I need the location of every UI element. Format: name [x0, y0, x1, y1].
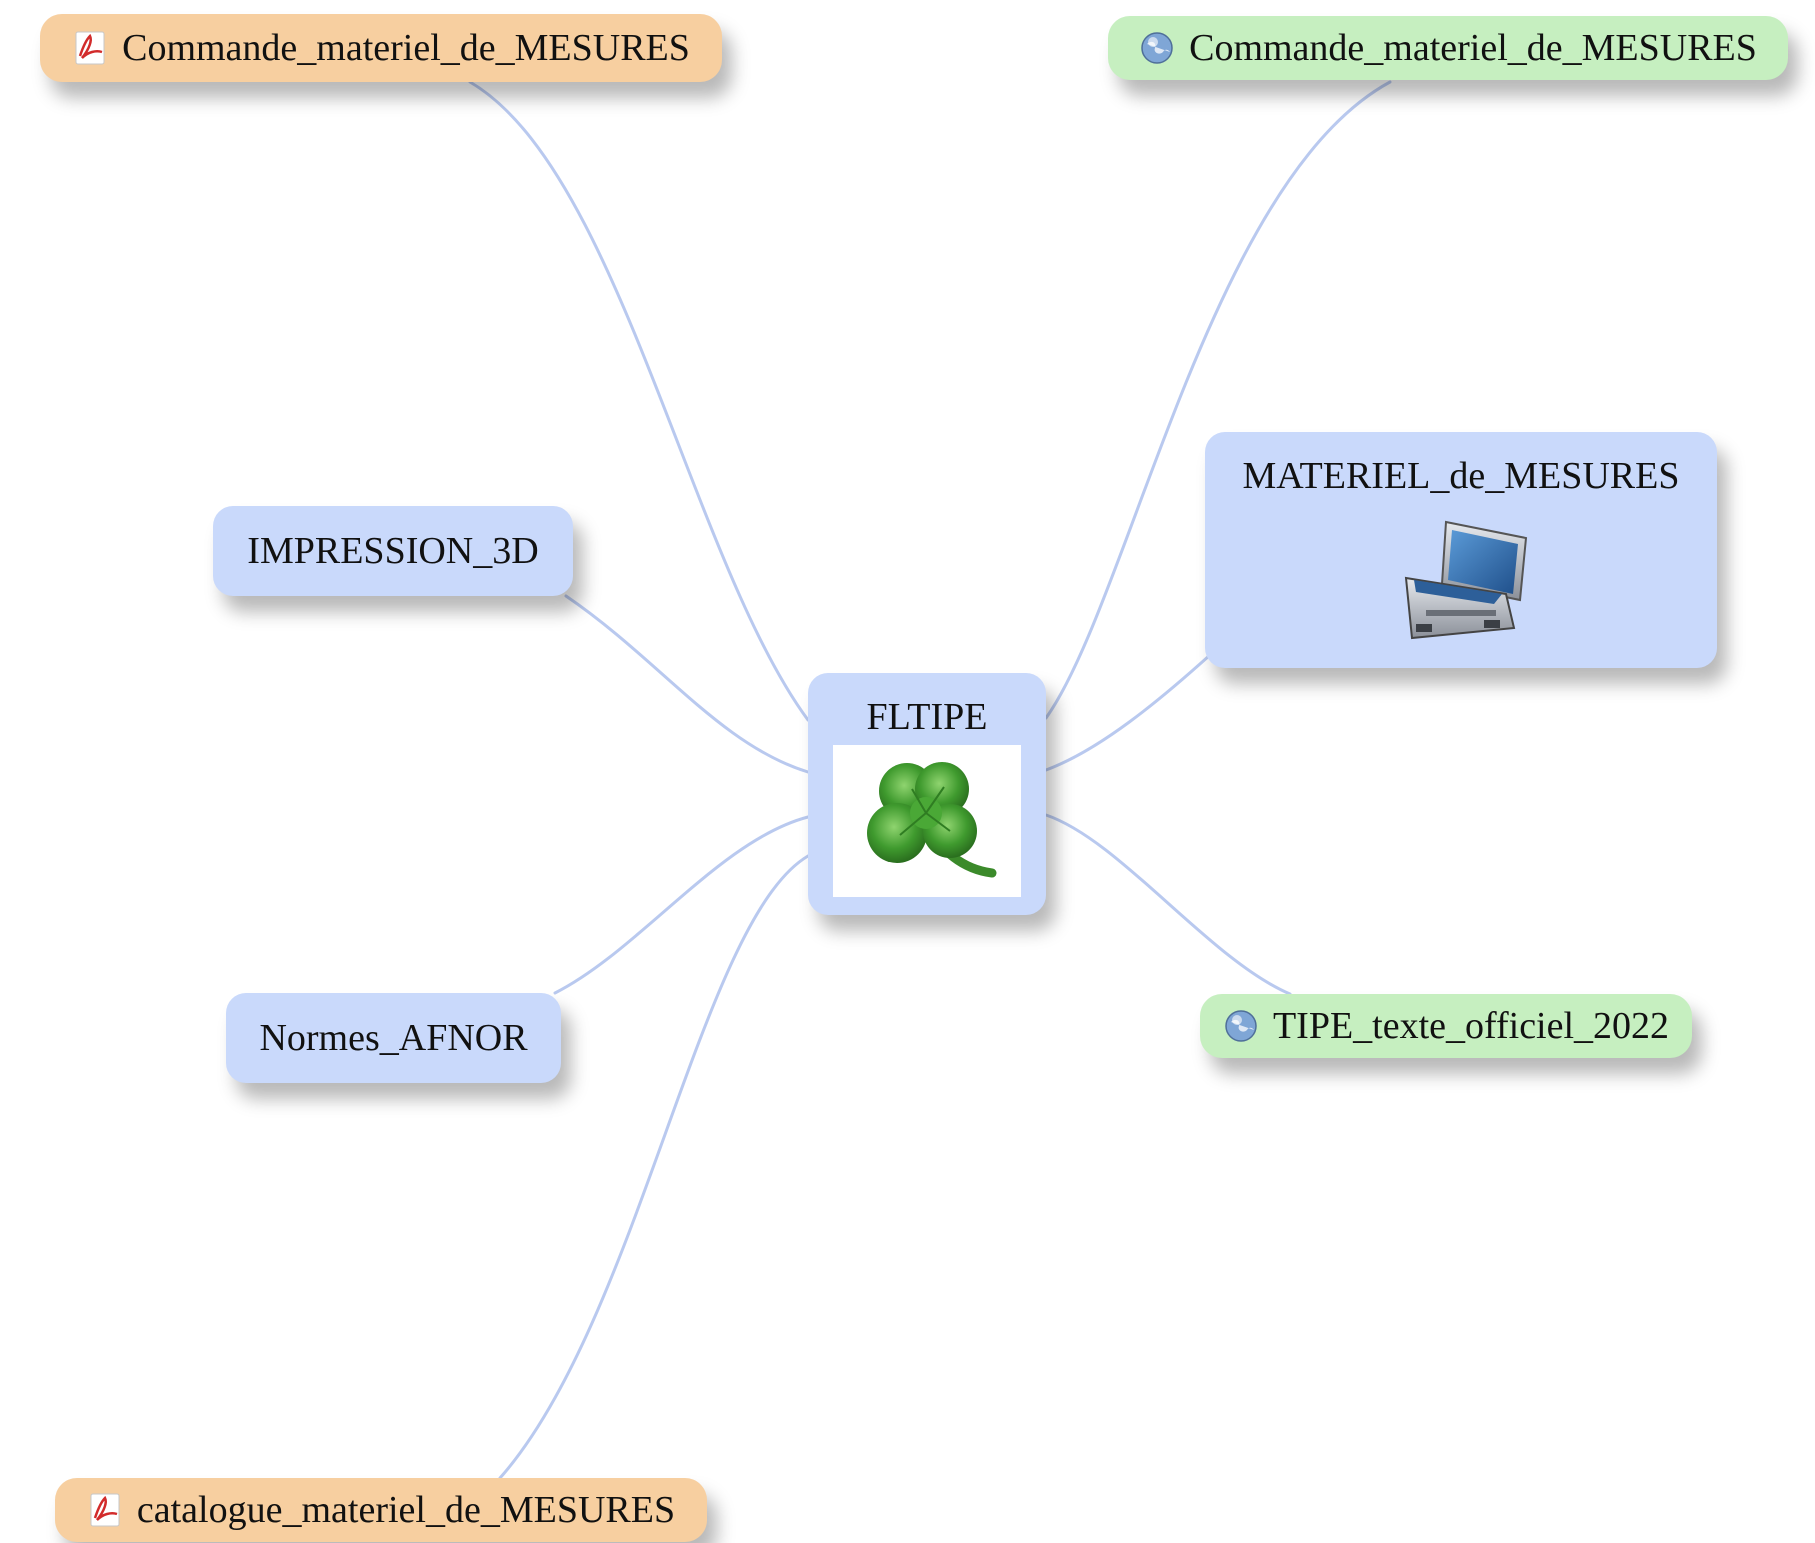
link-center-to-commande-pdf: [468, 80, 810, 722]
web-node-label: TIPE_texte_officiel_2022: [1272, 1005, 1670, 1047]
pdf-node-label: catalogue_materiel_de_MESURES: [136, 1489, 676, 1531]
link-center-to-normes-afnor: [553, 815, 810, 995]
web-node-commande-materiel[interactable]: Commande_materiel_de_MESURES: [1108, 16, 1788, 80]
link-center-to-impression-3d: [564, 594, 810, 774]
pdf-node-catalogue-materiel[interactable]: catalogue_materiel_de_MESURES: [55, 1478, 707, 1542]
pdf-node-commande-materiel[interactable]: Commande_materiel_de_MESURES: [40, 14, 722, 82]
link-center-to-commande-web: [1044, 80, 1392, 720]
topic-node-materiel-de-mesures[interactable]: MATERIEL_de_MESURES: [1205, 432, 1717, 668]
globe-icon: [1139, 30, 1175, 66]
topic-node-label: MATERIEL_de_MESURES: [1242, 455, 1680, 497]
topic-node-impression-3d[interactable]: IMPRESSION_3D: [213, 506, 573, 596]
link-center-to-tipe-texte: [1044, 813, 1292, 996]
topic-node-normes-afnor[interactable]: Normes_AFNOR: [226, 993, 561, 1083]
globe-icon: [1223, 1008, 1259, 1044]
topic-node-label: IMPRESSION_3D: [247, 530, 539, 572]
four-leaf-clover-icon: [833, 745, 1021, 897]
toolbox-case-icon: [1386, 508, 1536, 648]
pdf-node-label: Commande_materiel_de_MESURES: [122, 27, 690, 69]
web-node-label: Commande_materiel_de_MESURES: [1189, 27, 1757, 69]
center-node-label: FLTIPE: [866, 696, 988, 738]
link-center-to-catalogue-pdf: [498, 854, 810, 1480]
link-center-to-materiel: [1044, 653, 1212, 772]
web-node-tipe-texte-officiel[interactable]: TIPE_texte_officiel_2022: [1200, 994, 1692, 1058]
topic-node-label: Normes_AFNOR: [259, 1017, 528, 1059]
center-node-fltipe[interactable]: FLTIPE: [808, 673, 1046, 915]
pdf-icon: [72, 30, 108, 66]
pdf-icon: [87, 1492, 123, 1528]
